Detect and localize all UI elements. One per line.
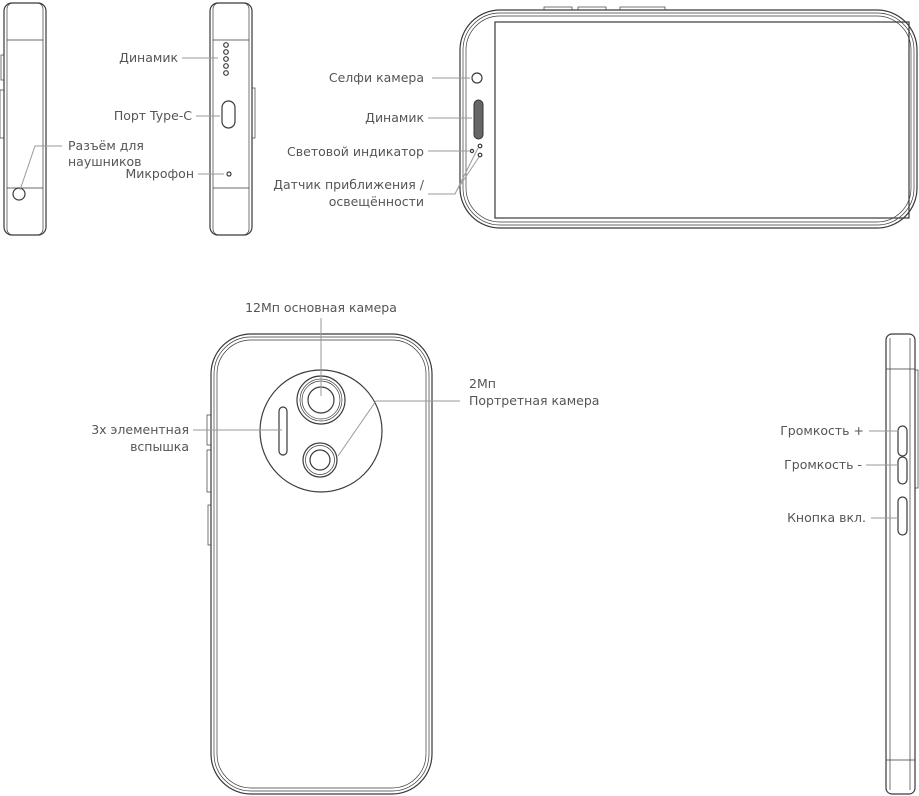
side-view-top-edge (0, 2, 62, 236)
label-portrait-camera-2: Портретная камера (469, 393, 599, 408)
label-flash: 3х элементная (91, 422, 189, 437)
speaker-grille-icon (223, 42, 229, 76)
label-speaker-bottom: Динамик (119, 50, 178, 65)
label-proximity-sensor: Датчик приближения / (273, 177, 425, 192)
label-microphone: Микрофон (125, 166, 194, 181)
flash-icon (278, 406, 288, 456)
label-flash-2: вспышка (130, 439, 189, 454)
earpiece-icon (473, 99, 484, 140)
side-view-right (866, 333, 919, 795)
back-view (193, 318, 460, 795)
side-view-bottom-edge (182, 2, 256, 236)
headphone-jack-icon (12, 187, 26, 201)
usb-c-port-icon (221, 100, 236, 129)
label-main-camera: 12Мп основная камера (245, 300, 397, 315)
microphone-icon (226, 171, 232, 177)
led-indicator-icon (469, 148, 475, 154)
label-proximity-sensor-2: освещённости (329, 194, 424, 209)
front-view (428, 6, 918, 229)
label-usb-port: Порт Type-C (114, 108, 192, 123)
power-button[interactable] (897, 496, 908, 536)
label-power-button: Кнопка вкл. (787, 510, 866, 525)
portrait-camera-icon (302, 442, 338, 478)
selfie-camera-icon (471, 72, 483, 84)
label-headphone-jack: Разъём для (68, 138, 144, 153)
volume-down-button[interactable] (897, 456, 908, 485)
label-earpiece: Динамик (365, 110, 424, 125)
label-portrait-camera: 2Мп (469, 376, 496, 391)
label-volume-up: Громкость + (780, 423, 864, 438)
label-volume-down: Громкость - (784, 457, 862, 472)
label-headphone-jack-2: наушников (68, 154, 142, 169)
screen (494, 21, 910, 219)
label-selfie-camera: Селфи камера (329, 70, 424, 85)
volume-up-button[interactable] (897, 425, 908, 457)
label-led-indicator: Световой индикатор (287, 144, 424, 159)
proximity-sensor-icon (477, 152, 483, 158)
